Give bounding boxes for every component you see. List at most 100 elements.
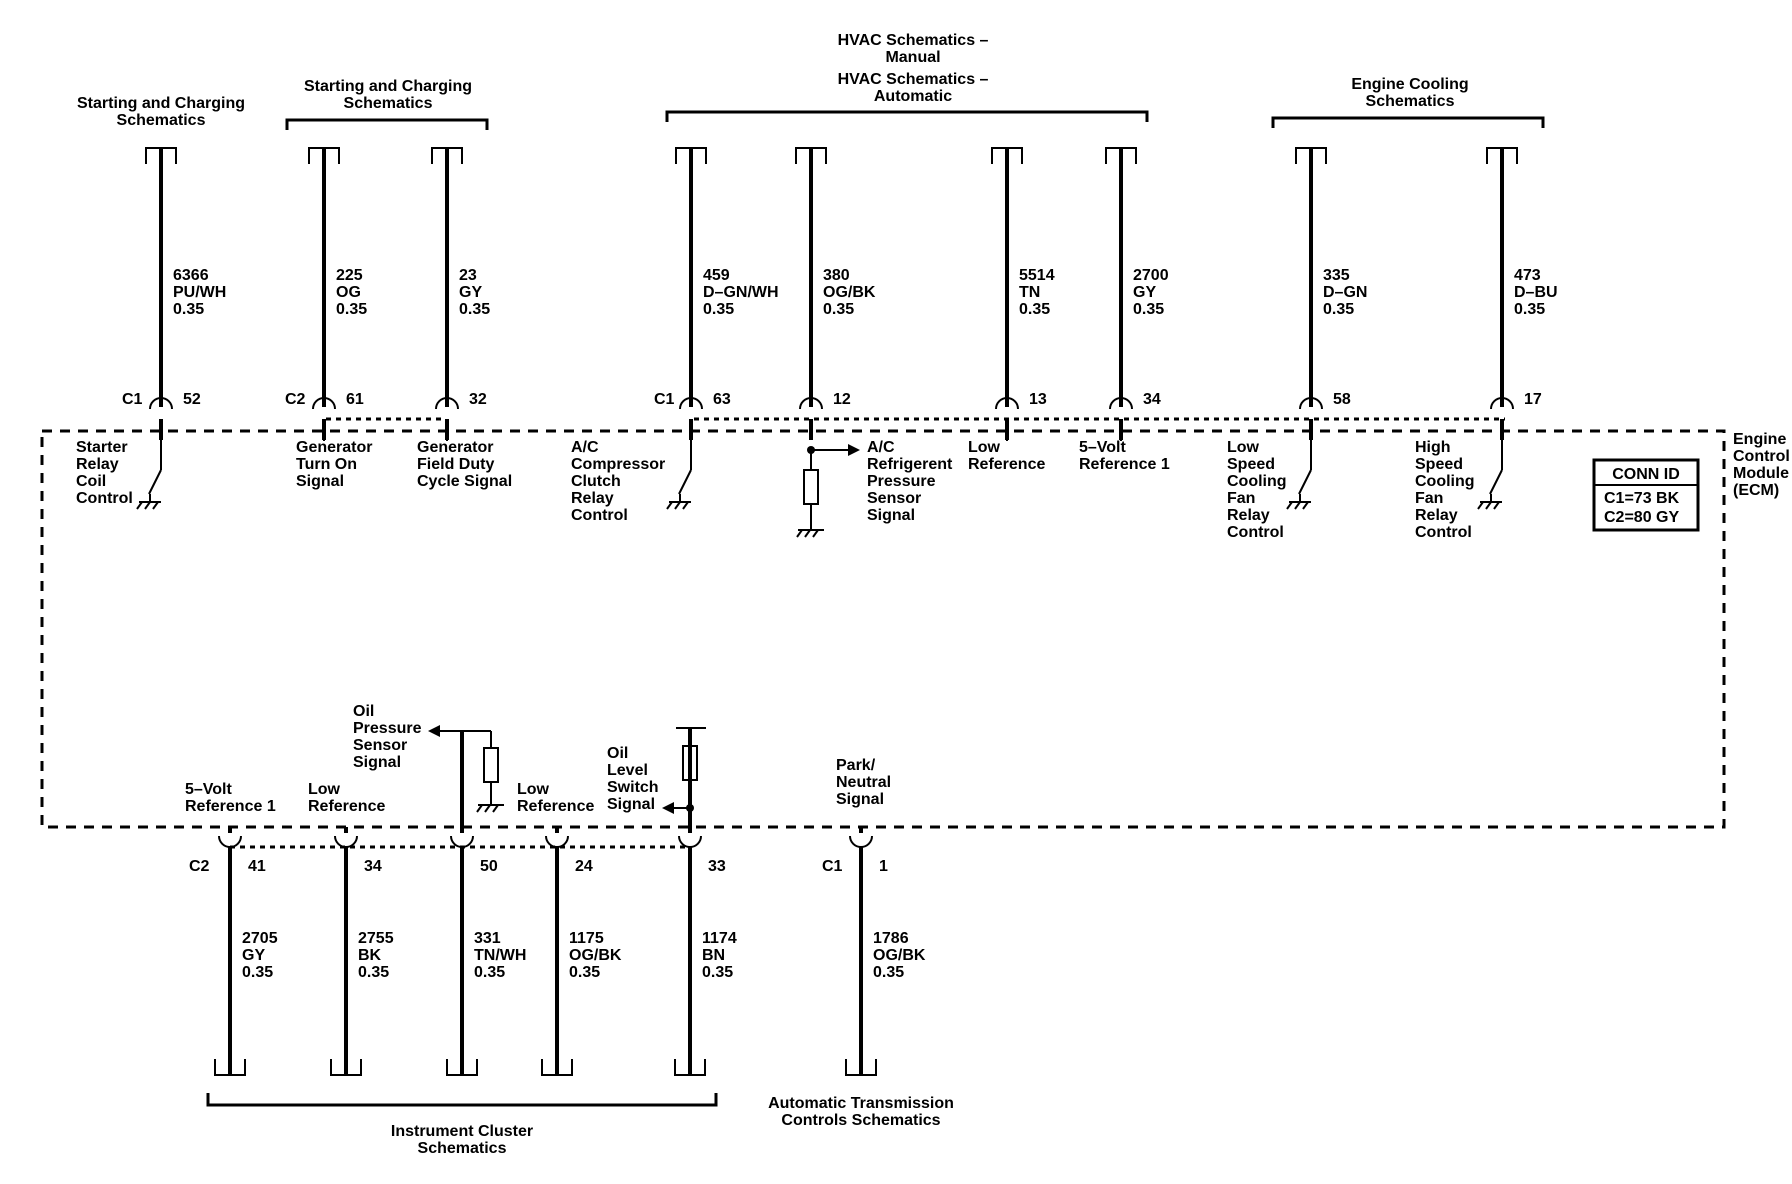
wire-color: OG/BK bbox=[823, 284, 876, 301]
wire-color: TN bbox=[1019, 284, 1040, 301]
circuits: 6366PU/WH0.3552StarterRelayCoilControl22… bbox=[76, 147, 1558, 1076]
pin-number: 34 bbox=[364, 858, 382, 875]
wire-color: OG/BK bbox=[873, 947, 926, 964]
harness-connector bbox=[446, 1059, 478, 1076]
pin-terminal bbox=[849, 835, 873, 848]
ground-symbol bbox=[152, 501, 159, 510]
wire-gauge: 0.35 bbox=[1019, 301, 1050, 318]
connector-label: C2 bbox=[285, 391, 306, 408]
resistor bbox=[483, 747, 499, 783]
circuit-function: Generator bbox=[417, 439, 493, 456]
ground-symbol bbox=[666, 501, 673, 510]
ecm-boundary bbox=[40, 429, 1726, 829]
circuit-function: Oil bbox=[607, 745, 628, 762]
circuit-function: Signal bbox=[353, 754, 401, 771]
ground-symbol bbox=[144, 501, 151, 510]
circuit-number: 1175 bbox=[569, 930, 604, 947]
connector-label: C2 bbox=[189, 858, 210, 875]
top-circuit-12: 380OG/BK0.3512A/CRefrigerentPressureSens… bbox=[795, 147, 953, 524]
wire-gauge: 0.35 bbox=[1514, 301, 1545, 318]
destination-engine-cooling: Engine Cooling Schematics bbox=[1351, 76, 1468, 110]
pin-number: 24 bbox=[575, 858, 593, 875]
circuit-function: Signal bbox=[867, 507, 915, 524]
harness-connector bbox=[674, 1059, 706, 1076]
ecm-name-line: Module bbox=[1733, 465, 1789, 482]
brace-starting-charging bbox=[285, 118, 489, 130]
circuit-function: Control bbox=[1227, 524, 1284, 541]
circuit-function: Park/ bbox=[836, 757, 876, 774]
destination-label: HVAC Schematics – bbox=[838, 71, 989, 88]
ecm-name-line: Control bbox=[1733, 448, 1790, 465]
pin-terminal bbox=[799, 397, 823, 410]
circuit-function: Compressor bbox=[571, 456, 665, 473]
circuit-function: Field Duty bbox=[417, 456, 494, 473]
pin-terminal bbox=[218, 835, 242, 848]
ground-symbol bbox=[1302, 501, 1309, 510]
destination-starting-charging-2: Starting and Charging Schematics bbox=[304, 78, 472, 112]
harness-connector bbox=[845, 1059, 877, 1076]
conn-id-box: CONN ID C1=73 BK C2=80 GY bbox=[1592, 458, 1700, 532]
schematic-artwork bbox=[206, 110, 1545, 1107]
wire-color: OG bbox=[336, 284, 361, 301]
switch-blade bbox=[1489, 469, 1503, 495]
pin-terminal bbox=[435, 397, 459, 410]
pin-terminal bbox=[995, 397, 1019, 410]
circuit-function: Switch bbox=[607, 779, 659, 796]
ground-symbol bbox=[1485, 501, 1492, 510]
circuit-function: Speed bbox=[1227, 456, 1275, 473]
circuit-function: Signal bbox=[836, 791, 884, 808]
top-circuit-63: 459D–GN/WH0.3563A/CCompressorClutchRelay… bbox=[571, 147, 779, 524]
circuit-function: Relay bbox=[76, 456, 119, 473]
circuit-function: Low bbox=[1227, 439, 1260, 456]
circuit-function: Reference bbox=[517, 798, 594, 815]
wire-gauge: 0.35 bbox=[1133, 301, 1164, 318]
destination-label: Manual bbox=[885, 49, 940, 66]
destination-label: Schematics bbox=[344, 95, 433, 112]
pin-terminal bbox=[1490, 397, 1514, 410]
top-circuit-58: 335D–GN0.3558LowSpeedCoolingFanRelayCont… bbox=[1227, 147, 1367, 541]
wire-gauge: 0.35 bbox=[823, 301, 854, 318]
pin-number: 41 bbox=[248, 858, 266, 875]
wire-gauge: 0.35 bbox=[459, 301, 490, 318]
circuit-function: Neutral bbox=[836, 774, 891, 791]
wire-color: BK bbox=[358, 947, 382, 964]
circuit-function: Oil bbox=[353, 703, 374, 720]
circuit-number: 473 bbox=[1514, 267, 1541, 284]
connector-label: C1 bbox=[654, 391, 675, 408]
connector-label: C1 bbox=[122, 391, 143, 408]
wire-color: D–GN/WH bbox=[703, 284, 779, 301]
wire-gauge: 0.35 bbox=[173, 301, 204, 318]
pin-terminal bbox=[450, 835, 474, 848]
pin-terminal bbox=[545, 835, 569, 848]
circuit-number: 2705 bbox=[242, 930, 278, 947]
wire-color: TN/WH bbox=[474, 947, 526, 964]
circuit-number: 23 bbox=[459, 267, 477, 284]
ecm-name-line: Engine bbox=[1733, 431, 1786, 448]
pin-terminal bbox=[334, 835, 358, 848]
destination-label: Instrument Cluster bbox=[391, 1123, 533, 1140]
circuit-number: 5514 bbox=[1019, 267, 1055, 284]
destination-label: Controls Schematics bbox=[781, 1112, 940, 1129]
ground-symbol bbox=[1294, 501, 1301, 510]
circuit-function: Fan bbox=[1227, 490, 1255, 507]
pin-number: 17 bbox=[1524, 391, 1542, 408]
pin-number: 33 bbox=[708, 858, 726, 875]
arrow-left bbox=[662, 802, 674, 814]
circuit-number: 6366 bbox=[173, 267, 209, 284]
circuit-number: 225 bbox=[336, 267, 363, 284]
pin-number: 52 bbox=[183, 391, 201, 408]
destination-label: Engine Cooling bbox=[1351, 76, 1468, 93]
circuit-function: Control bbox=[1415, 524, 1472, 541]
circuit-function: Level bbox=[607, 762, 648, 779]
circuit-function: A/C bbox=[867, 439, 895, 456]
conn-id-title: CONN ID bbox=[1612, 466, 1680, 483]
destination-label: Starting and Charging bbox=[304, 78, 472, 95]
circuit-function: 5–Volt bbox=[1079, 439, 1127, 456]
